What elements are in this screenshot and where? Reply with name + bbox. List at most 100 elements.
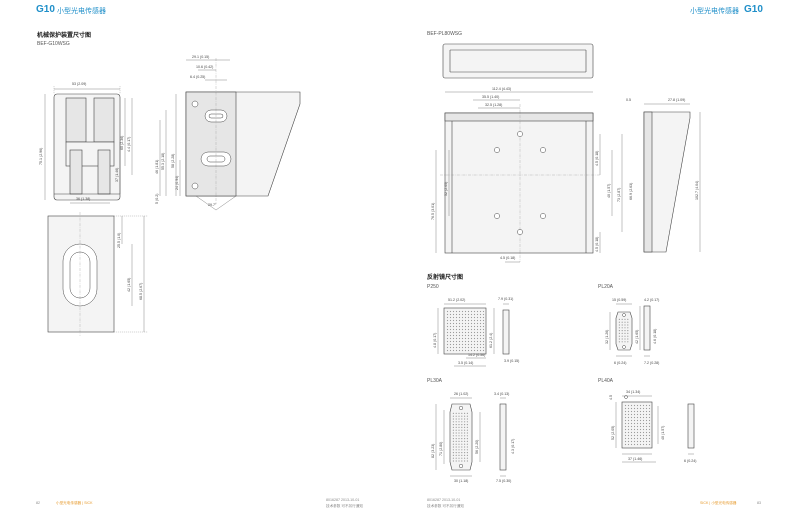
reflector-cell [470,322,473,325]
reflector-cell [464,426,466,428]
reflector-cell [452,313,455,316]
dim-pl40a-6: 6 (0.24) [684,459,696,463]
reflector-cell [464,322,467,325]
reflector-cell [639,431,642,434]
reflector-cell [639,422,642,425]
reflector-cell [636,428,639,431]
dim-pl30a-56: 56 (2.20) [475,440,479,454]
dim-60: 60 (2.36) [120,136,124,150]
reflector-cell [621,335,623,337]
reflector-cell [648,422,651,425]
reflector-cell [621,327,623,329]
reflector-cell [627,324,629,326]
reflector-cell [461,443,463,445]
reflector-cell [473,313,476,316]
reflector-cell [458,446,460,448]
reflector-cell [470,343,473,346]
reflector-cell [624,341,626,343]
dim-side-55: 55.3 (2.18) [161,153,165,170]
dim-pl40a-34: 34 (1.34) [626,390,640,394]
reflector-cell [627,440,630,443]
reflector-cell [642,440,645,443]
reflector-cell [455,349,458,352]
reflector-cell [458,310,461,313]
reflector-cell [633,440,636,443]
reflector-cell [645,428,648,431]
reflector-cell [627,404,630,407]
dim-pl80-76: 76.5 (3.01) [431,203,435,220]
reflector-cell [482,331,485,334]
dim-side-6-4: 6.4 (0.25) [190,75,205,79]
reflector-cell [452,331,455,334]
reflector-cell [648,407,651,410]
reflector-cell [458,438,460,440]
reflector-cell [464,340,467,343]
reflector-cell [452,460,454,462]
reflector-cell [446,328,449,331]
reflector-cell [446,340,449,343]
reflector-cell [452,346,455,349]
reflector-cell [464,349,467,352]
reflector-cell [455,412,457,414]
reflector-cell [624,434,627,437]
reflector-cell [461,415,463,417]
reflector-cell [482,346,485,349]
reflector-cell [479,325,482,328]
reflector-cell [449,310,452,313]
reflector-cell [455,452,457,454]
reflector-cell [467,328,470,331]
reflector-cell [648,416,651,419]
reflector-cell [467,337,470,340]
reflector-cell [473,310,476,313]
reflector-cell [470,310,473,313]
dim-pl20a-32: 32 (1.26) [605,330,609,344]
reflector-cell [645,404,648,407]
reflector-cell [479,310,482,313]
dim-pl80-4-5: 4.5 (0.18) [595,151,599,166]
reflector-cell [624,419,627,422]
reflector-cell [461,418,463,420]
reflector-cell [455,449,457,451]
reflector-cell [464,449,466,451]
reflector-cell [633,404,636,407]
dim-pl80-73: 73 (2.87) [617,188,621,202]
reflector-cell [642,413,645,416]
reflector-cell [452,316,455,319]
left-page-number: 82 [36,501,40,505]
reflector-cell [470,349,473,352]
reflector-cell [449,316,452,319]
reflector-cell [464,418,466,420]
reflector-cell [455,331,458,334]
reflector-cell [464,343,467,346]
reflector-cell [452,446,454,448]
center-right-footer-2: 技术参数 可不另行通知 [427,504,464,508]
reflector-cell [461,452,463,454]
reflector-cell [633,431,636,434]
reflector-cell [648,419,651,422]
reflector-cell [624,327,626,329]
reflector-cell [630,407,633,410]
reflector-cell [630,434,633,437]
reflector-cell [455,432,457,434]
reflector-cell [466,412,468,414]
g10wsg-side-view [159,58,301,211]
reflector-cell [630,419,633,422]
reflector-cell [461,457,463,459]
reflector-cell [642,419,645,422]
reflector-cell [464,319,467,322]
reflector-cell [470,319,473,322]
reflector-cell [467,349,470,352]
reflector-cell [446,316,449,319]
reflector-cell [627,338,629,340]
reflector-cell [479,322,482,325]
reflector-cell [449,319,452,322]
reflector-cell [624,416,627,419]
reflector-cell [455,319,458,322]
dim-pl40a-37: 37 (1.46) [628,457,642,461]
dim-p250-61: 61.2 (2.4) [489,333,493,348]
reflector-cell [642,416,645,419]
reflector-cell [645,422,648,425]
reflector-cell [458,454,460,456]
reflector-cell [461,340,464,343]
reflector-cell [464,457,466,459]
